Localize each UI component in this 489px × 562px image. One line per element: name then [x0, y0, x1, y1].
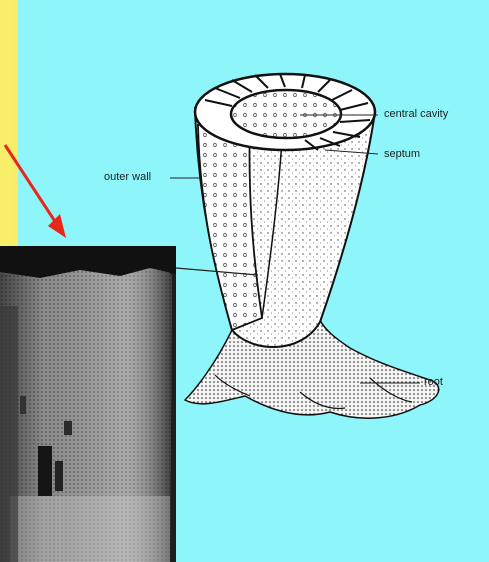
- red-arrow-line: [5, 145, 58, 226]
- label-central-cavity: central cavity: [384, 108, 448, 120]
- label-septum: septum: [384, 148, 420, 160]
- label-outer-wall: outer wall: [104, 171, 151, 183]
- label-root: root: [424, 376, 443, 388]
- red-arrow-head: [48, 214, 66, 238]
- root-base: [185, 320, 439, 418]
- central-cavity: [231, 90, 341, 138]
